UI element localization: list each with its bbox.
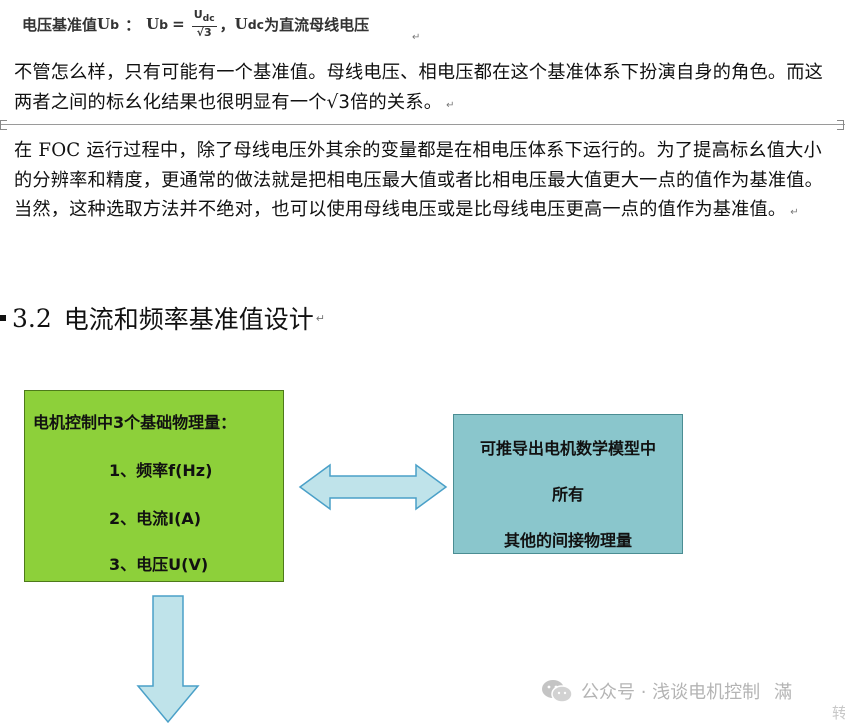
derived-line-1: 可推导出电机数学模型中 — [479, 439, 656, 458]
basic-quantities-title: 电机控制中3个基础物理量： — [33, 413, 237, 432]
quantity-frequency: 1、频率f(Hz) — [109, 461, 213, 480]
double-arrow-icon — [298, 463, 448, 511]
formula-denominator: √3 — [196, 25, 212, 39]
watermark: 公众号 · 浅谈电机控制 滿 — [541, 676, 792, 706]
paragraph-mark: ↵ — [315, 311, 325, 325]
derived-line-2: 所有 — [551, 485, 584, 504]
formula-equals: = — [172, 15, 185, 33]
quantity-current: 2、电流I(A) — [109, 509, 202, 528]
formula-eq-left-symbol: U — [146, 15, 160, 33]
watermark-extra: 滿 — [774, 682, 793, 703]
para1-sqrt: √3 — [326, 91, 351, 113]
para1-text-a: 不管怎么样，只有可能有一个基准值。母线电压、相电压都在这个基准体系下扮演自身的角… — [14, 62, 824, 113]
rule-left-bracket — [0, 120, 7, 130]
watermark-text: 公众号 · 浅谈电机控制 — [581, 682, 761, 703]
paragraph-foc-base-selection: 在 FOC 运行过程中，除了母线电压外其余的变量都是在相电压体系下运行的。为了提… — [14, 136, 840, 228]
formula-dc-sub: dc — [247, 16, 265, 32]
paragraph-mark: ↵ — [412, 32, 421, 43]
quantity-voltage: 3、电压U(V) — [109, 555, 209, 574]
wechat-icon — [542, 680, 573, 703]
heading-bullet — [0, 315, 6, 321]
heading-number: 3.2 — [12, 303, 52, 333]
formula-dc-symbol: U — [234, 15, 248, 33]
formula-eq-left-sub: b — [159, 16, 169, 32]
paragraph-mark: ↵ — [790, 207, 799, 218]
section-rule — [0, 124, 845, 125]
derived-line-3: 其他的间接物理量 — [503, 531, 632, 550]
formula-lead: 电压基准值 — [22, 15, 98, 34]
para2-text: 在 FOC 运行过程中，除了母线电压外其余的变量都是在相电压体系下运行的。为了提… — [14, 140, 824, 220]
paragraph-mark: ↵ — [446, 99, 455, 111]
formula-numerator: Udc — [191, 8, 217, 27]
paragraph-base-value-note: 不管怎么样，只有可能有一个基准值。母线电压、相电压都在这个基准体系下扮演自身的角… — [14, 58, 840, 120]
section-heading: 3.2 电流和频率基准值设计 ↵ — [0, 298, 325, 338]
derived-quantities-box: 可推导出电机数学模型中 所有 其他的间接物理量 — [453, 414, 683, 554]
heading-title: 电流和频率基准值设计 — [63, 305, 314, 334]
formula-tail: 为直流母线电压 — [264, 15, 370, 34]
formula-colon: ： — [125, 15, 141, 34]
formula-comma: ， — [219, 15, 235, 34]
rule-right-bracket — [837, 120, 844, 130]
down-arrow-icon — [136, 595, 200, 724]
basic-quantities-box: 电机控制中3个基础物理量： 1、频率f(Hz) 2、电流I(A) 3、电压U(V… — [24, 390, 284, 582]
para1-text-b: 倍的关系。 — [350, 91, 443, 113]
watermark-extra-2: 转 — [832, 704, 845, 722]
formula-fraction: Udc √3 — [191, 8, 217, 39]
formula-base-sub: b — [110, 16, 120, 32]
formula-base-symbol: U — [97, 15, 111, 33]
